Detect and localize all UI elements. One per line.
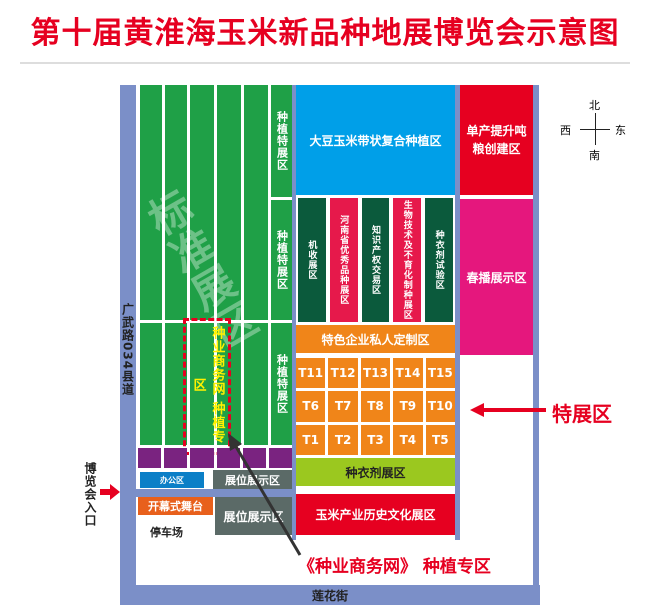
stage: 开幕式舞台 <box>138 497 213 515</box>
history-zone: 玉米产业历史文化展区 <box>296 494 455 535</box>
booth-T13[interactable]: T13 <box>360 358 391 389</box>
purple-row <box>138 448 293 468</box>
compass-west: 西 <box>560 124 571 137</box>
map-title: 第十届黄淮海玉米新品种地展博览会示意图 <box>30 16 620 51</box>
yield-zone: 单产提升吨粮创建区 <box>460 85 533 195</box>
booth-T10[interactable]: T10 <box>425 391 455 422</box>
left-road <box>120 85 136 605</box>
booth-T12[interactable]: T12 <box>328 358 358 389</box>
spring-zone: 春播展示区 <box>460 199 533 355</box>
compass: 北 南 西 东 <box>560 95 630 165</box>
special-arrow-icon <box>470 403 546 417</box>
divider-road <box>292 85 296 540</box>
left-road-label: 广武路034县道 <box>120 303 135 397</box>
machine-harvest-zone: 机收展区 <box>298 198 326 322</box>
special-zone-label: 特展区 <box>552 402 612 426</box>
booth-T14[interactable]: T14 <box>393 358 423 389</box>
booth-T4[interactable]: T4 <box>393 424 423 455</box>
compass-cross-v <box>595 113 596 145</box>
callout-label: 《种业商务网》 种植专区 <box>298 557 491 577</box>
biotech-zone: 生物技术及不育化制种展区 <box>393 198 422 322</box>
business-planting-label: 种业商务网 种植专区 <box>190 326 225 444</box>
booth-T2[interactable]: T2 <box>328 424 358 455</box>
booth-T6[interactable]: T6 <box>296 391 326 422</box>
booth-T1[interactable]: T1 <box>296 424 326 455</box>
ip-trading-zone: 知识产权交易区 <box>361 198 390 322</box>
divider-road-2 <box>455 85 460 540</box>
special-planting-2: 种植特展区 <box>271 200 292 320</box>
booth-T15[interactable]: T15 <box>425 358 455 389</box>
henan-variety-zone: 河南省优秀品种展区 <box>329 198 358 322</box>
booth-T5[interactable]: T5 <box>425 424 455 455</box>
bottom-road <box>120 585 540 605</box>
vertical-zones: 机收展区 河南省优秀品种展区 知识产权交易区 生物技术及不育化制种展区 种衣剂试… <box>296 198 455 322</box>
soybean-zone: 大豆玉米带状复合种植区 <box>296 85 455 195</box>
booth-zone-bottom: 展位展示区 <box>215 497 292 535</box>
middle-road <box>136 489 296 497</box>
office: 办公区 <box>140 472 204 488</box>
special-planting-1: 种植特展区 <box>271 85 292 197</box>
seed-coating-trial-zone: 种衣剂试验区 <box>425 198 453 322</box>
bottom-road-label: 莲花街 <box>311 588 348 603</box>
divider <box>20 62 630 64</box>
compass-north: 北 <box>589 99 600 112</box>
entrance-label: 博览会入口 <box>83 462 97 527</box>
entrance-arrow-icon <box>100 484 120 500</box>
custom-zone: 特色企业私人定制区 <box>296 325 455 353</box>
booth-T3[interactable]: T3 <box>360 424 391 455</box>
standard-zone <box>138 85 292 448</box>
right-road <box>533 85 539 605</box>
booth-T7[interactable]: T7 <box>328 391 358 422</box>
booth-T8[interactable]: T8 <box>360 391 391 422</box>
booth-T11[interactable]: T11 <box>296 358 326 389</box>
special-planting-3: 种植特展区 <box>271 323 292 445</box>
t-grid: T11 T12 T13 T14 T15 T6 T7 T8 T9 T10 T1 T… <box>296 358 455 455</box>
seed-coating-zone: 种衣剂展区 <box>296 458 455 486</box>
booth-zone-top: 展位展示区 <box>213 470 292 489</box>
compass-south: 南 <box>589 149 600 162</box>
compass-east: 东 <box>615 124 626 137</box>
parking: 停车场 <box>150 526 183 539</box>
booth-T9[interactable]: T9 <box>393 391 423 422</box>
